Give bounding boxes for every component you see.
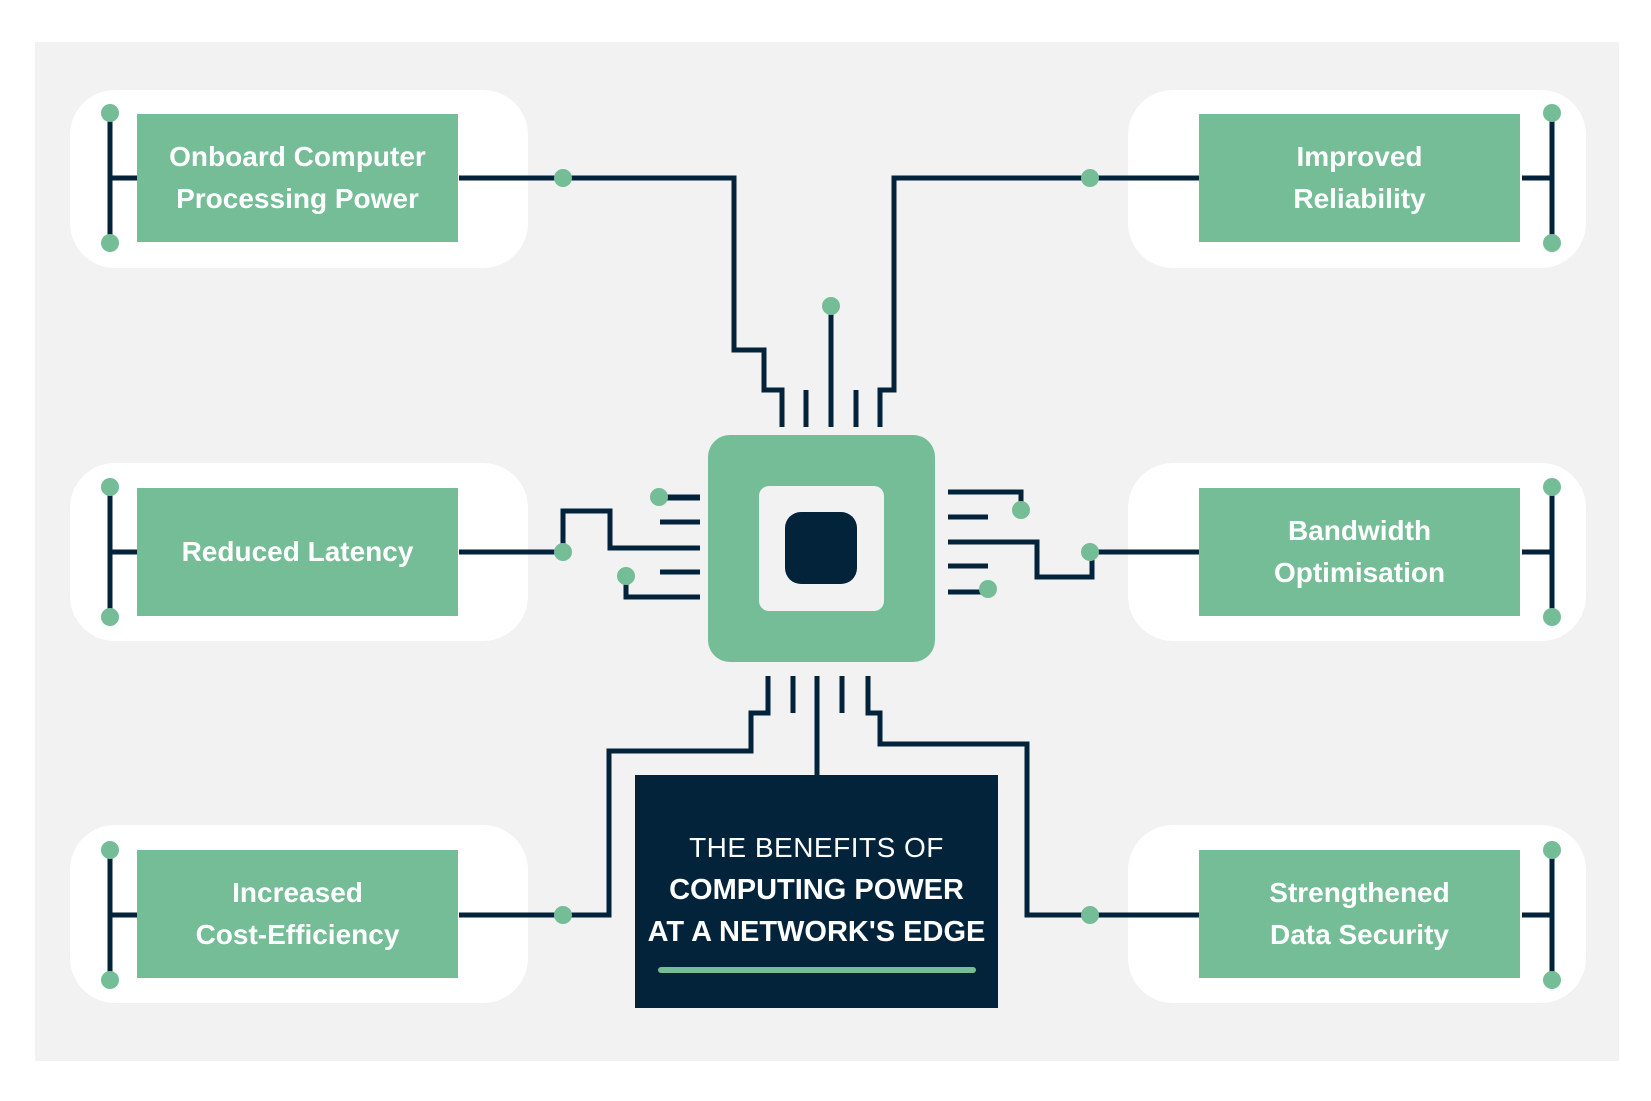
benefit-label-line: Onboard Computer bbox=[169, 141, 426, 172]
title-box: THE BENEFITS OF COMPUTING POWER AT A NET… bbox=[635, 775, 998, 1008]
benefit-label-line: Bandwidth bbox=[1287, 515, 1432, 546]
benefit-data-security: Strengthened Data Security bbox=[1199, 850, 1520, 978]
benefit-label-line: Cost-Efficiency bbox=[195, 919, 400, 950]
title-line-2: COMPUTING POWER bbox=[669, 874, 964, 906]
benefit-label-line: Data Security bbox=[1270, 919, 1449, 950]
title-line-1: THE BENEFITS OF bbox=[689, 832, 944, 863]
benefit-cost-efficiency: Increased Cost-Efficiency bbox=[137, 850, 458, 978]
benefit-reduced-latency: Reduced Latency bbox=[137, 488, 458, 616]
circuit-node-icon bbox=[101, 104, 1561, 989]
benefit-label-line: Optimisation bbox=[1273, 557, 1446, 588]
benefit-bandwidth-optimisation: Bandwidth Optimisation bbox=[1199, 488, 1520, 616]
benefit-label-line: Improved bbox=[1296, 141, 1423, 172]
title-underline bbox=[658, 967, 976, 973]
benefit-label-line: Increased bbox=[232, 877, 363, 908]
benefit-label-line: Reduced Latency bbox=[181, 536, 414, 567]
title-line-3: AT A NETWORK'S EDGE bbox=[647, 916, 986, 948]
benefit-label-line: Processing Power bbox=[176, 183, 419, 214]
benefit-label-line: Reliability bbox=[1293, 183, 1426, 214]
benefit-onboard-processing: Onboard Computer Processing Power bbox=[137, 114, 458, 242]
benefit-improved-reliability: Improved Reliability bbox=[1199, 114, 1520, 242]
benefit-label-line: Strengthened bbox=[1269, 877, 1450, 908]
